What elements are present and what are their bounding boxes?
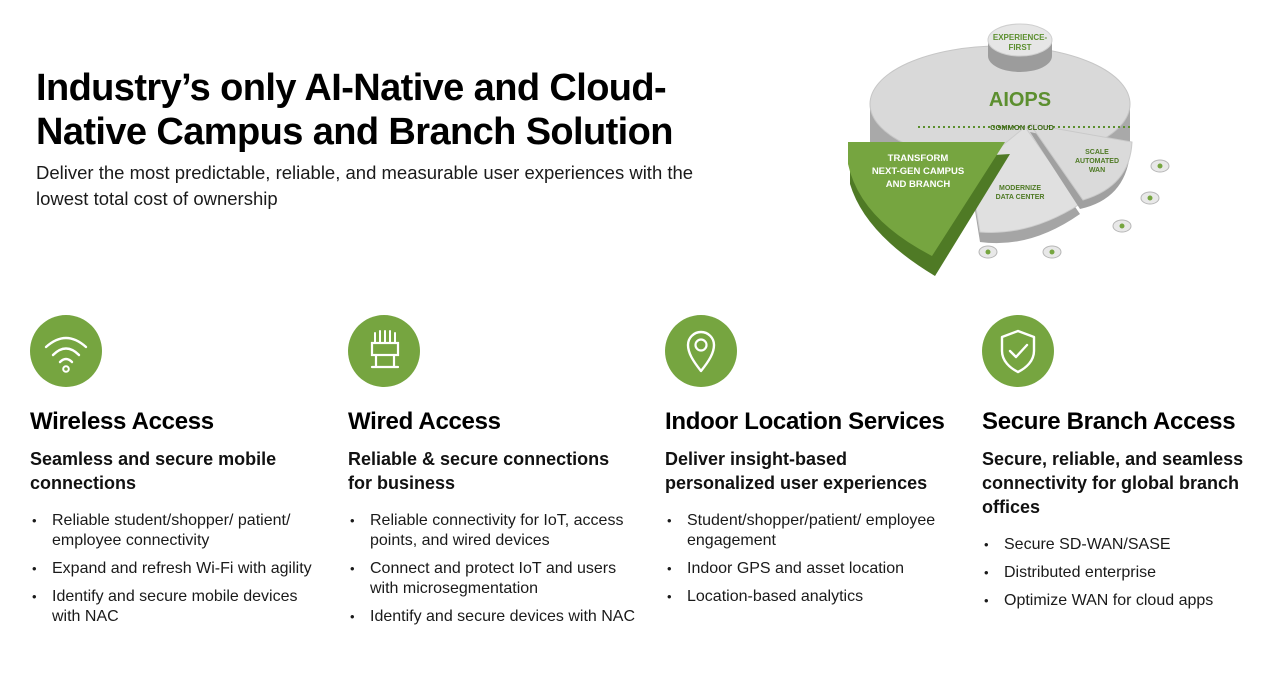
list-item: Reliable student/shopper/ patient/ emplo… [30, 511, 320, 551]
column-subtitle: Secure, reliable, and seamless connectiv… [982, 449, 1244, 517]
transform-label-3: AND BRANCH [886, 179, 951, 190]
column-subtitle: Deliver insight-based personalized user … [665, 449, 928, 493]
ethernet-cable-icon [348, 315, 420, 387]
transform-label-1: TRANSFORM [888, 153, 949, 164]
modernize-label-1: MODERNIZE [999, 185, 1041, 192]
list-item: Distributed enterprise [982, 563, 1257, 583]
column-title: Wired Access [348, 408, 501, 435]
column-title: Secure Branch Access [982, 408, 1236, 435]
list-item: Connect and protect IoT and users with m… [348, 559, 638, 599]
list-item: Expand and refresh Wi-Fi with agility [30, 559, 320, 579]
bullet-list: Reliable connectivity for IoT, access po… [348, 511, 638, 627]
scale-wan-label-3: WAN [1089, 167, 1105, 174]
list-item: Identify and secure devices with NAC [348, 607, 638, 627]
shield-check-icon [982, 315, 1054, 387]
modernize-label-2: DATA CENTER [996, 194, 1045, 201]
bullet-list: Student/shopper/patient/ employee engage… [665, 511, 955, 607]
scale-wan-label-2: AUTOMATED [1075, 158, 1119, 165]
location-pin-icon [665, 315, 737, 387]
list-item: Secure SD-WAN/SASE [982, 535, 1257, 555]
list-item: Reliable connectivity for IoT, access po… [348, 511, 638, 551]
column-title: Indoor Location Services [665, 408, 945, 435]
list-item: Identify and secure mobile devices with … [30, 587, 320, 627]
wifi-icon [30, 315, 102, 387]
column-subtitle: Reliable & secure connections for busine… [348, 449, 610, 493]
list-item: Optimize WAN for cloud apps [982, 591, 1257, 611]
list-item: Student/shopper/patient/ employee engage… [665, 511, 955, 551]
aiops-pie-diagram: EXPERIENCE- FIRST AIOPS COMMON CLOUD TRA… [840, 14, 1180, 284]
experience-first-label-2: FIRST [1008, 43, 1031, 52]
aiops-label: AIOPS [989, 89, 1051, 111]
secure-branch-column: Secure Branch Access Secure, reliable, a… [982, 315, 1257, 619]
page-subtitle: Deliver the most predictable, reliable, … [36, 162, 694, 209]
wireless-access-column: Wireless Access Seamless and secure mobi… [30, 315, 320, 635]
column-subtitle: Seamless and secure mobile connections [30, 449, 277, 493]
wired-access-column: Wired Access Reliable & secure connectio… [348, 315, 638, 635]
common-cloud-label: COMMON CLOUD [990, 123, 1054, 132]
page-title: Industry’s only AI-Native and Cloud-Nati… [36, 67, 673, 153]
bullet-list: Reliable student/shopper/ patient/ emplo… [30, 511, 320, 627]
list-item: Indoor GPS and asset location [665, 559, 955, 579]
transform-label-2: NEXT-GEN CAMPUS [872, 166, 964, 177]
experience-first-label: EXPERIENCE- [993, 33, 1048, 42]
indoor-location-column: Indoor Location Services Deliver insight… [665, 315, 955, 615]
column-title: Wireless Access [30, 408, 214, 435]
scale-wan-label-1: SCALE [1085, 149, 1109, 156]
list-item: Location-based analytics [665, 587, 955, 607]
bullet-list: Secure SD-WAN/SASE Distributed enterpris… [982, 535, 1257, 611]
